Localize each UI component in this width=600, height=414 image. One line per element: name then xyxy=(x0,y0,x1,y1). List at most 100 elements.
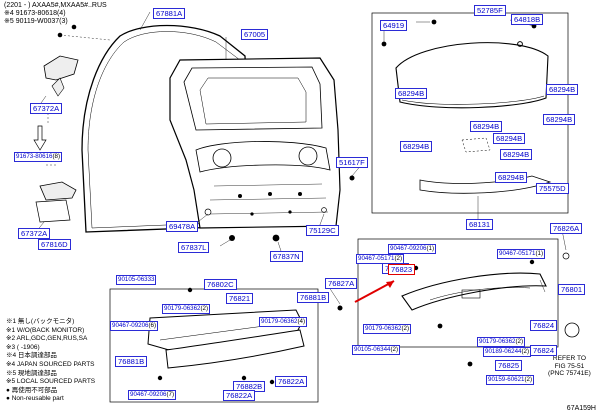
part-callout[interactable]: 67372A xyxy=(30,103,63,114)
part-callout[interactable]: 68294B xyxy=(500,149,533,160)
part-callout[interactable]: 76824 xyxy=(530,345,558,356)
part-number: 69478A xyxy=(169,222,196,231)
part-callout[interactable]: 67372A xyxy=(18,228,51,239)
part-number: 90467-09206 xyxy=(390,245,427,252)
part-callout[interactable]: 68294B xyxy=(495,172,528,183)
header-model: (2201 - ) AXAA5#,MXAA5#..RUS xyxy=(4,2,107,9)
part-callout[interactable]: 76826A xyxy=(550,223,583,234)
part-callout[interactable]: 90467-09206(6) xyxy=(110,321,159,331)
part-callout[interactable]: 90105-06333 xyxy=(116,275,157,285)
spoiler-frame xyxy=(371,12,569,214)
legend-line: ※4 JAPAN SOURCED PARTS xyxy=(6,360,95,368)
clip xyxy=(229,235,235,241)
part-callout[interactable]: 90179-06362(2) xyxy=(477,337,526,347)
part-callout[interactable]: 90467-09206(1) xyxy=(388,244,437,254)
part-callout[interactable]: 67837L xyxy=(178,242,210,253)
part-callout[interactable]: 76881B xyxy=(297,292,330,303)
part-number: 67837N xyxy=(273,252,300,261)
part-number: 64818B xyxy=(514,15,541,24)
part-number: 68294B xyxy=(546,115,573,124)
legend-line: ※3 ( -1906) xyxy=(6,343,40,351)
legend-line: ※2 ARL,GDC,GEN,RUS,SA xyxy=(6,335,88,343)
part-number: 76823 xyxy=(391,265,413,274)
part-quantity: (4) xyxy=(297,318,306,325)
part-callout[interactable]: 76881B xyxy=(115,356,148,367)
part-callout[interactable]: 90159-60621(2) xyxy=(486,375,535,385)
figure-code: 67A159H xyxy=(566,405,596,412)
reference-note: REFER TO FIG 75-51 (PNC 75741E) xyxy=(548,355,591,378)
part-number: 76822A xyxy=(278,377,305,386)
part-callout[interactable]: 64919 xyxy=(380,20,408,31)
bolt xyxy=(349,175,355,181)
part-callout[interactable]: 68294B xyxy=(470,121,503,132)
part-callout[interactable]: 90467-05171(1) xyxy=(497,249,546,259)
part-callout[interactable]: 68294B xyxy=(543,114,576,125)
part-quantity: (1) xyxy=(535,250,544,257)
part-number: 76802C xyxy=(207,280,234,289)
part-callout[interactable]: 68131 xyxy=(466,219,494,230)
callout-highlighted[interactable]: 76823 xyxy=(388,264,416,275)
part-quantity: (2) xyxy=(515,338,524,345)
part-number: 64919 xyxy=(383,21,405,30)
clip xyxy=(272,234,280,242)
part-number: 68294B xyxy=(549,85,576,94)
part-number: 76824 xyxy=(533,346,555,355)
part-callout[interactable]: 91673-80616(8) xyxy=(14,152,63,162)
part-callout[interactable]: 76822A xyxy=(275,376,308,387)
part-number: 76881B xyxy=(300,293,327,302)
part-quantity: (2) xyxy=(524,376,533,383)
clip xyxy=(204,208,212,216)
part-callout[interactable]: 76827A xyxy=(325,278,358,289)
legend: ※1 無し(バックモニタ) ※1 W/O(BACK MONITOR) ※2 AR… xyxy=(6,318,95,404)
part-callout[interactable]: 76822A xyxy=(223,390,256,401)
part-callout[interactable]: 90179-06362(2) xyxy=(363,324,412,334)
part-number: 68294B xyxy=(496,134,523,143)
part-quantity: (2) xyxy=(390,346,399,353)
part-callout[interactable]: 75129C xyxy=(306,225,339,236)
legend-line: ※5 現地調達部品 xyxy=(6,369,57,377)
part-callout[interactable]: 90179-06362(2) xyxy=(162,304,211,314)
part-callout[interactable]: 90467-09206(7) xyxy=(128,390,177,400)
part-number: 76882B xyxy=(236,382,263,391)
part-number: 90105-06333 xyxy=(118,276,155,283)
reference-line: FIG 75-51 xyxy=(554,362,585,370)
part-callout[interactable]: 68294B xyxy=(493,133,526,144)
part-number: 75129C xyxy=(309,226,336,235)
part-number: 90179-06362 xyxy=(479,338,516,345)
part-callout[interactable]: 68294B xyxy=(546,84,579,95)
part-callout[interactable]: 68294B xyxy=(395,88,428,99)
part-callout[interactable]: 64818B xyxy=(511,14,544,25)
part-callout[interactable]: 51617F xyxy=(336,157,368,168)
part-callout[interactable]: 67837N xyxy=(270,251,303,262)
part-number: 51617F xyxy=(339,158,365,167)
part-number: 90179-06362 xyxy=(261,318,298,325)
part-callout[interactable]: 68294B xyxy=(400,141,433,152)
part-callout[interactable]: 69478A xyxy=(166,221,199,232)
part-callout[interactable]: 90467-05171(2) xyxy=(356,254,405,264)
part-callout[interactable]: 76801 xyxy=(558,284,586,295)
part-callout[interactable]: 52785F xyxy=(474,5,506,16)
part-callout[interactable]: 67881A xyxy=(153,8,186,19)
part-callout[interactable]: 90105-06344(2) xyxy=(352,345,401,355)
part-number: 68294B xyxy=(398,89,425,98)
sheet-header: (2201 - ) AXAA5#,MXAA5#..RUS ※4 91673-80… xyxy=(4,2,107,26)
part-callout[interactable]: 76821 xyxy=(226,293,254,304)
part-callout[interactable]: 90179-06362(4) xyxy=(259,317,308,327)
part-number: 67816D xyxy=(41,240,68,249)
part-callout[interactable]: 76825 xyxy=(495,360,523,371)
part-number: 76822A xyxy=(226,391,253,400)
part-callout[interactable]: 75575D xyxy=(536,183,569,194)
part-callout[interactable]: 90189-06244(2) xyxy=(483,347,532,357)
header-note-5: ※5 90119-W0037(3) xyxy=(4,18,68,25)
part-callout[interactable]: 76802C xyxy=(204,279,237,290)
part-quantity: (7) xyxy=(166,391,175,398)
part-number: 91673-80616 xyxy=(16,153,53,160)
part-number: 90179-06362 xyxy=(164,305,201,312)
part-quantity: (1) xyxy=(426,245,435,252)
part-callout[interactable]: 67816D xyxy=(38,239,71,250)
legend-line: ※5 LOCAL SOURCED PARTS xyxy=(6,378,96,386)
part-callout[interactable]: 67005 xyxy=(241,29,269,40)
back-door-drawing xyxy=(169,57,341,229)
part-callout[interactable]: 76824 xyxy=(530,320,558,331)
part-number: 90189-06244 xyxy=(485,348,522,355)
